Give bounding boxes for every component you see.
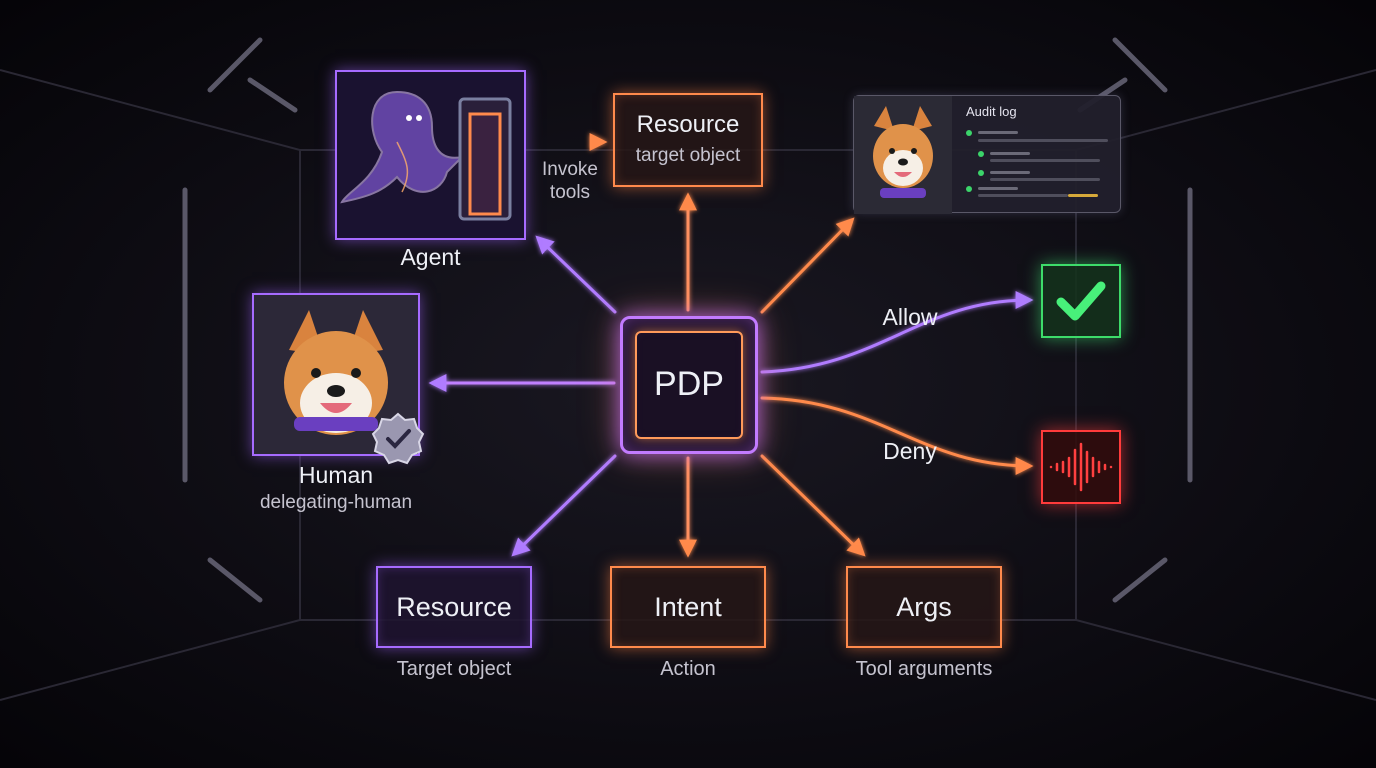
args-title: Args (896, 592, 952, 622)
waveform-icon (1049, 442, 1113, 492)
arrow-deny (760, 396, 1034, 475)
dog-avatar-icon (854, 96, 952, 214)
intent-caption: Action (660, 658, 716, 680)
resource-top-title: Resource (636, 111, 740, 138)
verified-badge-icon (371, 412, 425, 465)
invoke-line-1: Invoke (542, 159, 598, 180)
resource-bottom-title: Resource (396, 592, 512, 622)
resource-bottom-card[interactable]: Resource (376, 566, 532, 648)
resource-bottom-caption: Target object (396, 658, 512, 680)
intent-title: Intent (654, 592, 722, 622)
arrow-pdp-agent (535, 235, 617, 314)
allow-label: Allow (882, 304, 938, 330)
arrow-pdp-bottom-resource (511, 454, 617, 557)
portal-door-icon (458, 97, 512, 221)
deny-decision-box[interactable] (1041, 430, 1121, 504)
resource-top-subtitle: target object (635, 145, 741, 166)
args-card[interactable]: Args (846, 566, 1002, 648)
agent-card (335, 70, 526, 240)
arrow-pdp-args (760, 454, 866, 557)
arrow-allow (760, 291, 1034, 374)
intent-card[interactable]: Intent (610, 566, 766, 648)
pdp-node[interactable]: PDP (620, 316, 758, 454)
deny-label: Deny (883, 438, 937, 464)
pdp-label: PDP (654, 365, 724, 403)
invoke-line-2: tools (549, 182, 591, 203)
args-caption: Tool arguments (855, 658, 993, 680)
invoke-tools-label: Invoke tools (530, 158, 610, 204)
resource-top-card[interactable]: Resource target object (613, 93, 763, 187)
human-sublabel: delegating-human (259, 492, 413, 513)
arrow-pdp-audit (760, 217, 855, 314)
checkmark-icon (1056, 281, 1106, 321)
allow-decision-box[interactable] (1041, 264, 1121, 338)
audit-log-panel[interactable]: Audit log (853, 95, 1121, 214)
human-label: Human (298, 462, 374, 488)
pdp-inner-frame (635, 331, 743, 439)
human-card[interactable] (252, 293, 425, 465)
agent-label: Agent (400, 244, 461, 270)
audit-log-title: Audit log (966, 104, 1017, 119)
